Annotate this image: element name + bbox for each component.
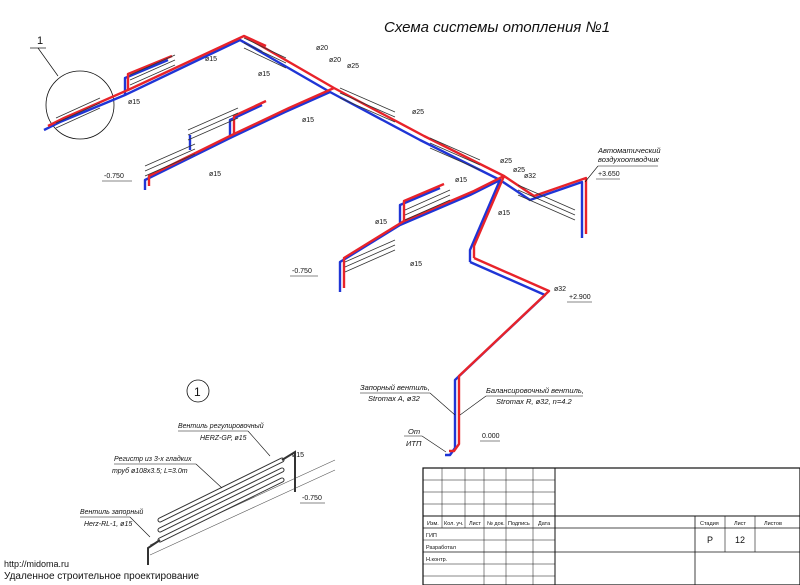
diameter-label: ø25 <box>412 109 424 116</box>
register-label: труб ø108x3.5; L=3.0m <box>112 467 188 475</box>
tb-sheets-label: Листов <box>764 521 782 527</box>
tb-col-podpis: Подпись <box>508 521 530 527</box>
diameter-label: ø15 <box>375 219 387 226</box>
shutoff-valve-label: Stromax A, ø32 <box>368 394 421 403</box>
tb-stage-value: Р <box>707 535 713 545</box>
diameter-label: ø15 <box>209 171 221 178</box>
diameter-label: ø15 <box>455 177 467 184</box>
diameter-label: ø32 <box>524 173 536 180</box>
title-block <box>422 467 800 585</box>
diameter-label: ø15 <box>302 117 314 124</box>
level-label: +3.650 <box>598 171 620 178</box>
title-block-text: Изм. Кол. уч. Лист № док. Подпись Дата Г… <box>426 521 782 563</box>
tb-col-list: Лист <box>469 521 481 527</box>
diameter-label: ø15 <box>205 56 217 63</box>
detail-number: 1 <box>194 385 201 399</box>
level-label: -0.750 <box>104 173 124 180</box>
diameter-label: ø15 <box>258 71 270 78</box>
diameter-label: ø32 <box>554 286 566 293</box>
tb-sheet-label: Лист <box>734 521 746 527</box>
diameter-label: ø25 <box>513 167 525 174</box>
tb-row-razrab: Разработал <box>426 545 456 551</box>
diameter-label: ø25 <box>500 158 512 165</box>
register-label: Регистр из 3-х гладких <box>114 455 192 463</box>
level-label: 0.000 <box>482 433 500 440</box>
diameter-labels: ø15 ø15 ø15 ø15 ø15 ø15 ø15 ø15 ø15 ø15 … <box>128 45 566 459</box>
diameter-label: ø25 <box>347 63 359 70</box>
tb-sheet-value: 12 <box>735 535 745 545</box>
tb-stage-label: Стадия <box>700 521 719 527</box>
air-vent-label: воздухоотводчик <box>598 155 659 164</box>
balance-valve-label: Stromax R, ø32, n=4.2 <box>496 397 572 406</box>
stop-valve-label: Вентиль запорный <box>80 508 143 516</box>
tb-col-koluch: Кол. уч. <box>444 521 464 527</box>
tb-col-ndok: № док. <box>487 521 505 527</box>
reg-valve-label: HERZ-GP, ø15 <box>200 435 247 442</box>
level-label: +2.900 <box>569 294 591 301</box>
return-pipes <box>43 38 584 457</box>
air-vent-label: Автоматический <box>597 146 661 155</box>
from-itp-label: От <box>408 427 420 436</box>
callouts: Автоматический воздухоотводчик Запорный … <box>360 146 661 453</box>
balance-valve-label: Балансировочный вентиль, <box>486 386 584 395</box>
diameter-label: ø20 <box>316 45 328 52</box>
radiators <box>55 37 576 273</box>
from-itp-label: ИТП <box>406 439 422 448</box>
detail-1: 1 Вентиль регулировочный HERZ-GP, ø15 Ре… <box>80 379 336 565</box>
supply-pipes <box>47 34 588 453</box>
diameter-label: ø15 <box>498 210 510 217</box>
footer-caption: Удаленное строительное проектирование <box>4 571 200 582</box>
tb-col-data: Дата <box>538 521 551 527</box>
level-label: -0.750 <box>292 268 312 275</box>
stop-valve-label: Herz-RL-1, ø15 <box>84 521 132 528</box>
tb-row-gip: ГИП <box>426 533 437 539</box>
tb-row-nkontr: Н.контр. <box>426 557 448 563</box>
level-marks <box>102 178 620 504</box>
detail-callout: 1 <box>30 35 115 140</box>
drawing-title: Схема системы отопления №1 <box>384 19 610 36</box>
footer-url[interactable]: http://midoma.ru <box>4 559 70 569</box>
diameter-label: ø20 <box>329 57 341 64</box>
shutoff-valve-label: Запорный вентиль, <box>360 383 430 392</box>
tb-col-izm: Изм. <box>427 521 439 527</box>
detail-ref-number: 1 <box>37 35 43 47</box>
diameter-label: ø15 <box>128 99 140 106</box>
diameter-label: ø15 <box>292 452 304 459</box>
level-label: -0.750 <box>302 495 322 502</box>
diameter-label: ø15 <box>410 261 422 268</box>
reg-valve-label: Вентиль регулировочный <box>178 422 264 430</box>
